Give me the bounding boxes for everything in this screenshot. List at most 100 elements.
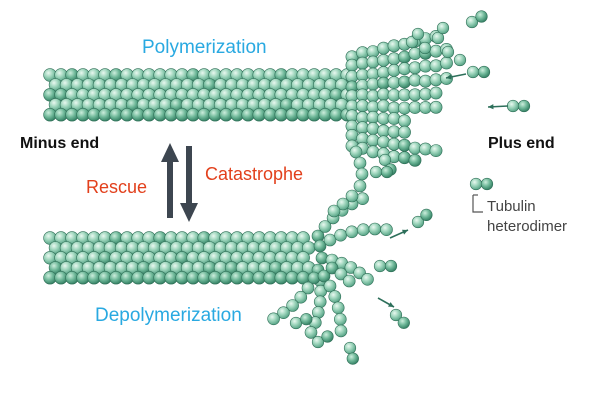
tubulin-bead [411, 215, 425, 229]
tubulin-bead [389, 308, 403, 322]
tubulin-bead [475, 10, 488, 23]
tubulin-bead [277, 306, 290, 320]
tubulin-bead [441, 45, 455, 59]
tubulin-bead [301, 281, 315, 295]
tubulin-bead [311, 335, 325, 349]
tubulin-bead [429, 44, 443, 58]
tubulin-bead [517, 99, 531, 113]
tubulin-bead [346, 352, 359, 365]
tubulin-bead [408, 153, 422, 167]
tubulin-bead [345, 225, 359, 239]
tubulin-label-line1: Tubulin [487, 198, 536, 215]
tubulin-bead [398, 125, 411, 139]
tubulin-bead [353, 156, 367, 170]
tubulin-bead [289, 316, 303, 330]
tubulin-bead [380, 223, 393, 236]
tubulin-bead [345, 58, 359, 72]
tubulin-bead [429, 100, 443, 114]
polymerization-label: Polymerization [142, 37, 267, 58]
tubulin-bead [356, 192, 369, 205]
tubulin-bead [300, 313, 313, 326]
tubulin-bead [361, 272, 374, 286]
minus-end-label: Minus end [20, 135, 100, 152]
tubulin-bead [431, 31, 445, 45]
plus-end-label: Plus end [488, 135, 555, 152]
catastrophe-arrow-icon [180, 146, 198, 222]
tubulin-bead [380, 165, 394, 179]
tubulin-bead [349, 145, 363, 159]
tubulin-bead [398, 75, 411, 89]
tubulin-bead [368, 222, 382, 236]
tubulin-bead [429, 144, 443, 157]
direction-arrowhead-icon [446, 74, 452, 80]
tubulin-bead [387, 52, 401, 66]
tubulin-bead [313, 239, 327, 253]
tubulin-bead [398, 138, 411, 152]
tubulin-bead [317, 269, 331, 283]
tubulin-bead [304, 326, 318, 339]
tubulin-bead [369, 165, 383, 179]
tubulin-bead [387, 39, 401, 53]
tubulin-bead [397, 316, 410, 329]
tubulin-bead [384, 259, 398, 273]
tubulin-bead [333, 312, 347, 326]
tubulin-bead [419, 142, 432, 156]
tubulin-label-line2: heterodimer [487, 218, 568, 235]
tubulin-bead [466, 65, 480, 79]
tubulin-bead [398, 151, 411, 165]
tubulin-bead [477, 65, 491, 79]
tubulin-bead [377, 66, 390, 79]
tubulin-bead [331, 301, 345, 315]
tubulin-bead [366, 133, 380, 147]
tubulin-bead [294, 290, 308, 304]
tubulin-pointer-bracket [472, 194, 483, 213]
tubulin-bead [267, 312, 280, 326]
tubulin-bead [336, 197, 350, 211]
tubulin-bead [355, 167, 369, 181]
tubulin-bead [506, 99, 520, 113]
tubulin-bead [377, 99, 390, 113]
tubulin-bead [377, 135, 390, 149]
tubulin-bead [327, 204, 341, 218]
catastrophe-label: Catastrophe [205, 164, 304, 184]
depolymerizing-microtubule [43, 145, 393, 339]
tubulin-bead [429, 59, 443, 73]
tubulin-bead [321, 330, 334, 343]
tubulin-bead [366, 145, 380, 159]
depolymerization-label: Depolymerization [95, 305, 242, 326]
tubulin-bead [353, 179, 367, 193]
tubulin-bead [429, 86, 443, 100]
tubulin-bead [334, 267, 348, 281]
tubulin-bead [342, 274, 356, 288]
tubulin-bead [453, 53, 467, 67]
rescue-label: Rescue [86, 177, 148, 197]
tubulin-bead [286, 299, 299, 312]
tubulin-bead [378, 153, 392, 167]
tubulin-bead [469, 177, 483, 191]
tubulin-bead [398, 114, 411, 128]
free-tubulin-dimers [289, 10, 531, 365]
tubulin-bead [411, 27, 425, 41]
rescue-arrow-icon [161, 143, 179, 218]
tubulin-bead [377, 41, 390, 55]
tubulin-bead [323, 279, 337, 293]
tubulin-bead [366, 89, 380, 103]
tubulin-bead [436, 21, 450, 35]
tubulin-bead [418, 41, 432, 55]
tubulin-bead [480, 177, 494, 191]
tubulin-bead [334, 228, 347, 242]
tubulin-bead [313, 295, 327, 309]
direction-arrowhead-icon [388, 302, 394, 307]
tubulin-bead [366, 122, 380, 135]
tubulin-bead [440, 56, 453, 70]
tubulin-bead [387, 112, 401, 125]
tubulin-bead [366, 55, 380, 69]
tubulin-bead [356, 223, 370, 236]
tubulin-bead [465, 15, 479, 29]
tubulin-bead [408, 61, 422, 75]
direction-arrowhead-icon [402, 229, 408, 235]
tubulin-bead [343, 341, 357, 355]
tubulin-bead [323, 233, 337, 247]
tubulin-bead [373, 259, 387, 273]
direction-arrowhead-icon [488, 104, 494, 110]
